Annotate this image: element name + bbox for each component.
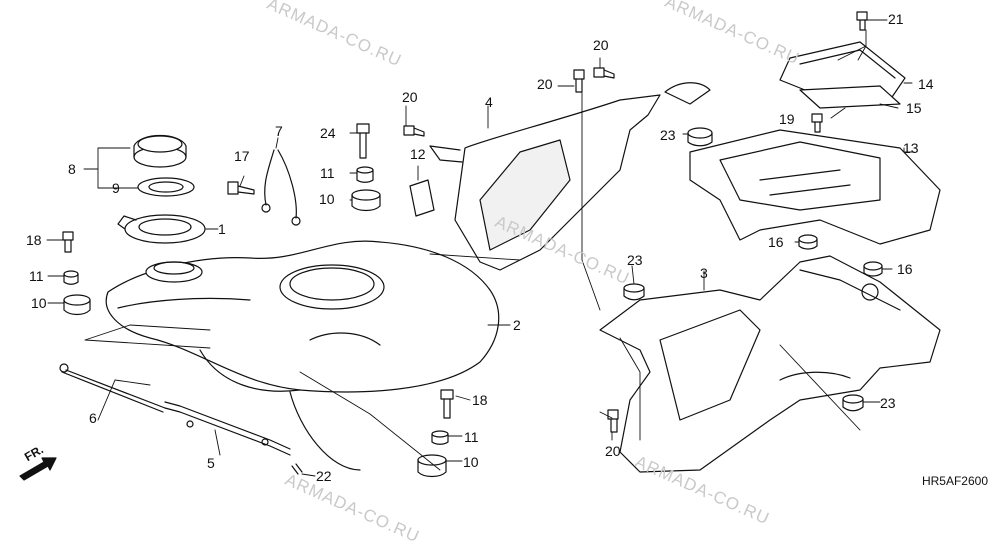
retainer-ring	[117, 214, 206, 244]
seal-15	[799, 85, 901, 109]
rubber-10-left	[63, 294, 91, 316]
callout-10-bottom: 10	[463, 454, 479, 470]
bolt-18-left	[62, 231, 74, 253]
callout-20-c: 20	[593, 37, 609, 53]
tank-strap	[164, 401, 291, 456]
filler-cap	[133, 135, 187, 168]
callout-23-mid: 23	[627, 252, 643, 268]
rubber-10-center	[351, 189, 381, 212]
callout-16-a: 16	[768, 234, 784, 250]
grommet-16-a	[798, 234, 818, 250]
callout-13: 13	[903, 140, 919, 156]
bolt-20-d	[607, 409, 619, 433]
bolt-17	[227, 181, 255, 195]
callout-11-left: 11	[29, 268, 44, 284]
callout-1: 1	[218, 221, 226, 237]
rubber-10-bottom	[417, 454, 447, 478]
fuel-tank	[105, 240, 500, 471]
callout-11-center: 11	[320, 165, 335, 181]
callout-24: 24	[320, 125, 336, 141]
callout-12: 12	[410, 146, 426, 162]
callout-16-b: 16	[897, 261, 913, 277]
bolt-20-a	[403, 125, 425, 137]
callout-10-left: 10	[31, 295, 47, 311]
panel-4	[429, 82, 711, 271]
screw-21	[856, 11, 868, 31]
callout-8: 8	[68, 161, 76, 177]
bolt-20-c	[593, 67, 615, 79]
callout-5: 5	[207, 455, 215, 471]
callout-20-b: 20	[537, 76, 553, 92]
bracket-12	[409, 179, 435, 217]
callout-11-bottom: 11	[464, 429, 479, 445]
callout-4: 4	[485, 94, 493, 110]
rubber-23-right	[842, 394, 864, 412]
bolt-19	[811, 113, 823, 133]
callout-23-top: 23	[660, 127, 676, 143]
collar-11-bottom	[431, 430, 449, 445]
rubber-23-top	[687, 127, 713, 147]
lower-cover	[599, 255, 941, 473]
callout-18-bottom: 18	[472, 392, 488, 408]
collar-11-left	[63, 270, 79, 285]
collar-11-center	[356, 166, 374, 183]
rubber-23-mid	[623, 283, 645, 301]
callout-17: 17	[234, 148, 250, 164]
front-arrow-icon	[19, 457, 57, 481]
gasket	[137, 177, 195, 197]
bolt-18-bottom	[440, 389, 454, 419]
callout-6: 6	[89, 410, 97, 426]
bolt-24	[356, 123, 370, 159]
box-13	[689, 129, 941, 245]
callout-20-a: 20	[402, 89, 418, 105]
callout-14: 14	[918, 76, 934, 92]
callout-23-right: 23	[880, 395, 896, 411]
bolt-20-b	[573, 69, 585, 93]
ground-wire	[261, 149, 301, 226]
parts-diagram	[19, 11, 941, 481]
callout-21: 21	[888, 11, 904, 27]
callout-15: 15	[906, 100, 922, 116]
callout-19: 19	[779, 111, 795, 127]
callout-18-left: 18	[26, 232, 42, 248]
callout-22: 22	[316, 468, 332, 484]
grommet-16-b	[863, 261, 883, 277]
diagram-code: HR5AF2600	[921, 474, 988, 488]
clip-22	[291, 463, 303, 475]
leader-lines	[46, 19, 915, 477]
callout-20-d: 20	[605, 443, 621, 459]
callout-7: 7	[275, 123, 283, 139]
callout-9: 9	[112, 180, 120, 196]
callout-10-center: 10	[319, 191, 335, 207]
callout-2: 2	[513, 317, 521, 333]
strap-rod	[59, 363, 166, 413]
callout-3: 3	[700, 265, 708, 281]
